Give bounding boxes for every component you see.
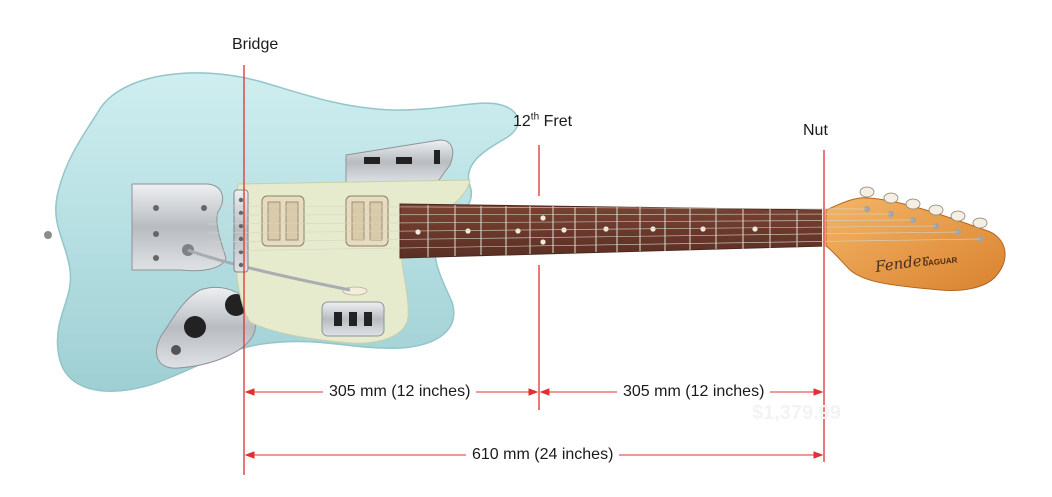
rhythm-switch-2 (396, 157, 412, 164)
bridge-to-nut-measurement: 610 mm (24 inches) (466, 446, 620, 464)
strings (207, 205, 981, 252)
fretboard (399, 203, 827, 259)
bridge-label: Bridge (232, 36, 279, 53)
pickup-selector-plate (321, 301, 385, 337)
marker-lines (243, 65, 825, 475)
volume-knob (184, 316, 206, 338)
output-jack (171, 345, 181, 355)
rhythm-toggle (434, 150, 440, 164)
twelfth-fret-suffix: th (530, 111, 540, 123)
neck-pickup (345, 195, 389, 247)
tuning-pegs (859, 186, 988, 242)
strap-button (44, 231, 52, 239)
background-price: $1,379.99 (752, 402, 841, 424)
twelfth-fret-number: 12 (513, 113, 531, 130)
whammy-bar (187, 248, 351, 292)
bridge-to-12th-measurement: 305 mm (12 inches) (323, 383, 477, 401)
headstock-model: JAGUAR (923, 255, 958, 268)
bridge-assembly (233, 189, 249, 273)
12th-to-nut-measurement: 305 mm (12 inches) (617, 383, 771, 401)
bridge-pickup (261, 195, 305, 247)
twelfth-fret-label: 12th Fret (513, 111, 573, 131)
nut-label: Nut (803, 122, 828, 139)
twelfth-fret-word: Fret (543, 113, 573, 130)
rhythm-switch (364, 157, 380, 164)
headstock (825, 197, 1006, 291)
